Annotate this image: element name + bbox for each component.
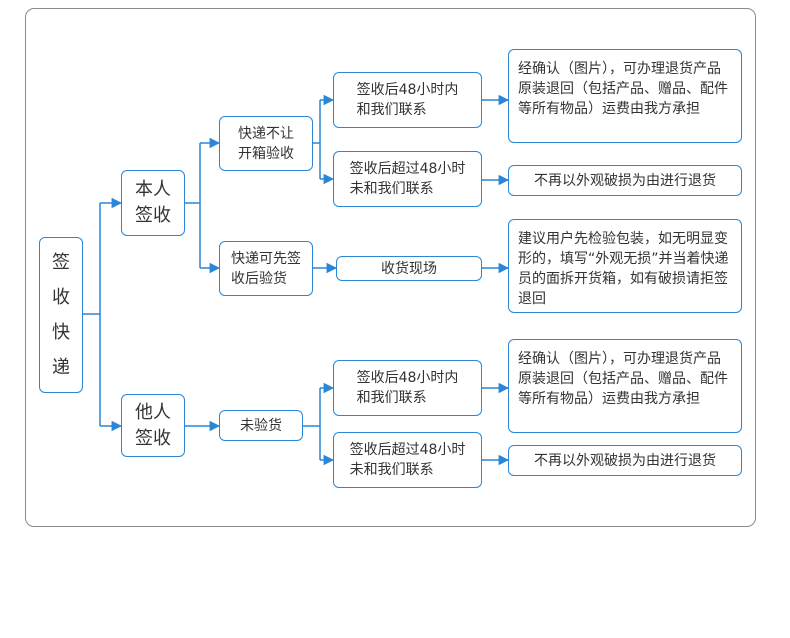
- root-label: 签 收 快 递: [52, 252, 70, 378]
- root-sign-delivery: 签 收 快 递: [39, 237, 83, 393]
- result-no-return-other-text: 不再以外观破损为由进行退货: [534, 452, 716, 469]
- other-after-48h-node: 签收后超过48小时 未和我们联系: [333, 432, 482, 488]
- result-return-self-node: 经确认（图片），可办理退货产品原装退回（包括产品、赠品、配件等所有物品）运费由我…: [508, 49, 742, 143]
- result-advice-text: 建议用户先检验包装，如无明显变形的，填写“外观无损”并当着快递员的面拆开货箱，如…: [518, 231, 729, 307]
- result-no-return-self-node: 不再以外观破损为由进行退货: [508, 165, 742, 196]
- result-no-return-other-node: 不再以外观破损为由进行退货: [508, 445, 742, 476]
- self-on-site-label: 收货现场: [381, 260, 437, 277]
- self-no-inspect-node: 快递不让 开箱验收: [219, 116, 313, 171]
- branch-self-sign: 本人 签收: [121, 170, 185, 236]
- other-uninspected-label: 未验货: [240, 417, 282, 434]
- other-after-48h-label: 签收后超过48小时 未和我们联系: [349, 442, 466, 478]
- result-return-other-node: 经确认（图片），可办理退货产品原装退回（包括产品、赠品、配件等所有物品）运费由我…: [508, 339, 742, 433]
- diagram-frame: [25, 8, 756, 527]
- result-return-self-text: 经确认（图片），可办理退货产品原装退回（包括产品、赠品、配件等所有物品）运费由我…: [518, 61, 728, 117]
- self-after-48h-label: 签收后超过48小时 未和我们联系: [349, 161, 466, 197]
- branch-self-label: 本人 签收: [135, 179, 171, 226]
- result-advice-node: 建议用户先检验包装，如无明显变形的，填写“外观无损”并当着快递员的面拆开货箱，如…: [508, 219, 742, 313]
- self-no-inspect-label: 快递不让 开箱验收: [238, 125, 294, 162]
- self-within-48h-label: 签收后48小时内 和我们联系: [356, 82, 459, 118]
- other-within-48h-label: 签收后48小时内 和我们联系: [356, 370, 459, 406]
- self-after-48h-node: 签收后超过48小时 未和我们联系: [333, 151, 482, 207]
- self-on-site-node: 收货现场: [336, 256, 482, 281]
- result-no-return-self-text: 不再以外观破损为由进行退货: [534, 172, 716, 189]
- self-inspect-first-node: 快递可先签 收后验货: [219, 241, 313, 296]
- other-within-48h-node: 签收后48小时内 和我们联系: [333, 360, 482, 416]
- self-inspect-first-label: 快递可先签 收后验货: [231, 250, 301, 287]
- self-within-48h-node: 签收后48小时内 和我们联系: [333, 72, 482, 128]
- branch-other-label: 他人 签收: [135, 401, 171, 449]
- other-uninspected-node: 未验货: [219, 410, 303, 441]
- result-return-other-text: 经确认（图片），可办理退货产品原装退回（包括产品、赠品、配件等所有物品）运费由我…: [518, 351, 728, 407]
- branch-other-sign: 他人 签收: [121, 394, 185, 457]
